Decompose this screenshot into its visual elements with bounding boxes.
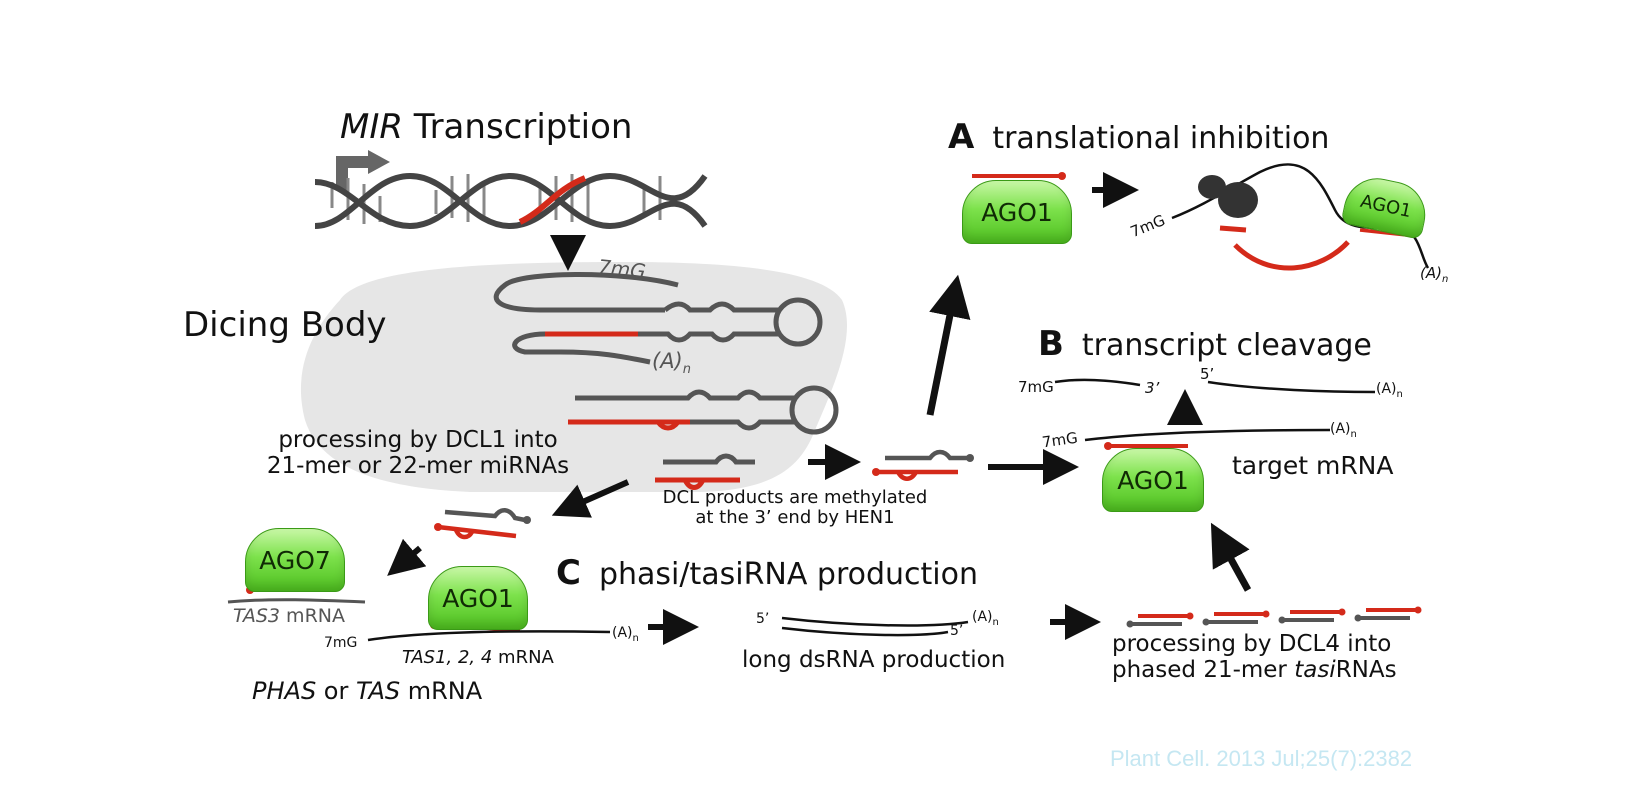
arrow-to-translational-inhibition <box>926 274 971 416</box>
phas-or: or <box>316 677 356 705</box>
tasirna-duplex-1 <box>1126 612 1194 628</box>
dcl4-processing-label: processing by DCL4 into phased 21-mer ta… <box>1112 631 1397 684</box>
target-mrna-line <box>1084 428 1331 450</box>
ribosome-large-subunit <box>1218 182 1258 218</box>
section-c-letter: C <box>556 553 581 593</box>
transcription-start-arrow <box>336 150 390 190</box>
dcl4-line-2: phased 21-mer tasiRNAs <box>1112 656 1397 684</box>
tas-italic: TAS <box>355 677 401 705</box>
section-a-letter: A <box>948 117 975 157</box>
section-b-title: transcript cleavage <box>1081 328 1372 363</box>
tas124-rest: mRNA <box>492 647 554 668</box>
source-credit: Plant Cell. 2013 Jul;25(7):2382 <box>1110 746 1413 771</box>
ago1-protein-c: AGO1 <box>428 566 528 630</box>
ago1-protein-a: AGO1 <box>962 180 1072 244</box>
c-mrna-7mg-label: 7mG <box>324 635 358 651</box>
b-cleaved-7mg-label: 7mG <box>1018 378 1054 396</box>
a-poly-a-sub: n <box>1441 274 1449 285</box>
dsrna-5prime-right-label: 5’ <box>950 623 964 639</box>
tas124-italic: TAS1, 2, 4 <box>402 647 493 668</box>
a-mrna-poly-a-label: (A)n <box>1420 265 1448 285</box>
tasirna-duplex-3 <box>1278 608 1346 624</box>
b-cleaved-5prime-label: 5’ <box>1200 365 1215 383</box>
mir-italic: MIR <box>340 107 403 147</box>
methylation-label: DCL products are methylated at the 3’ en… <box>620 487 970 529</box>
dcl1-processing-label: processing by DCL1 into 21-mer or 22-mer… <box>238 427 598 480</box>
dsrna-poly-a-sub: n <box>992 616 999 628</box>
b-target-poly-a-label: (A)n <box>1330 421 1357 440</box>
pre-mirna-hairpin <box>568 385 839 435</box>
poly-a-sub: n <box>682 362 692 378</box>
phas-italic: PHAS <box>252 677 317 705</box>
b-cleaved-poly-a-label: (A)n <box>1376 381 1403 400</box>
phas-tas-mrna-label: PHAS or TAS mRNA <box>252 678 482 705</box>
c-poly-a-sub: n <box>632 632 639 644</box>
b-target-poly-a-sub: n <box>1350 428 1357 440</box>
poly-a-base: (A) <box>652 349 683 373</box>
phased-tasirna-duplexes <box>1126 606 1422 628</box>
tas3-italic: TAS3 <box>233 605 281 627</box>
pri-mirna-7mg-label: 7mG <box>596 254 647 284</box>
target-mrna-label: target mRNA <box>1232 451 1394 480</box>
dcl1-line-1: processing by DCL1 into <box>278 427 558 453</box>
b-cleaved-poly-a-base: (A) <box>1376 381 1397 397</box>
dna-helix <box>314 172 708 230</box>
dicing-body-label: Dicing Body <box>183 305 387 345</box>
c-poly-a-base: (A) <box>612 625 633 641</box>
arrow-to-phasi-production <box>551 479 630 518</box>
dcl4-line-2-pre: phased 21-mer <box>1112 656 1295 683</box>
methylated-duplex-center <box>872 449 974 481</box>
cleaved-transcript <box>1054 378 1376 394</box>
ribosome-small-subunit <box>1198 175 1226 199</box>
dcl4-line-2-italic: tasi <box>1294 656 1336 683</box>
section-a-title: translational inhibition <box>992 121 1330 156</box>
methylated-duplex-left <box>434 508 531 540</box>
dsrna-poly-a-base: (A) <box>972 609 993 625</box>
transcription-word: Transcription <box>403 107 633 147</box>
tasirna-duplex-4 <box>1354 606 1422 622</box>
mir-transcription-title: MIR Transcription <box>340 108 632 146</box>
arrow-tasirna-to-ago1 <box>1210 522 1252 592</box>
ago7-protein: AGO7 <box>245 528 345 592</box>
long-dsrna <box>781 616 969 637</box>
ago1-protein-b: AGO1 <box>1102 448 1204 512</box>
b-cleaved-poly-a-sub: n <box>1396 388 1403 400</box>
methylation-line-1: DCL products are methylated <box>662 487 928 508</box>
section-c-title: phasi/tasiRNA production <box>598 557 979 592</box>
dcl1-line-2: 21-mer or 22-mer miRNAs <box>266 452 570 479</box>
arrow-to-ago7 <box>387 538 427 576</box>
section-b-letter: B <box>1038 324 1064 364</box>
tas124-mrna-label: TAS1, 2, 4 mRNA <box>402 647 554 668</box>
c-mrna-poly-a-label: (A)n <box>612 625 639 644</box>
pri-mirna-hairpin <box>493 272 823 365</box>
b-cleaved-3prime-label: 3’ <box>1145 379 1160 397</box>
dcl4-line-1: processing by DCL4 into <box>1112 631 1392 657</box>
mirna-duplex-1 <box>655 453 755 490</box>
dicing-body-blob <box>300 262 848 492</box>
ago1-a-loaded-mirna <box>972 172 1066 180</box>
pri-mirna-poly-a-label: (A)n <box>652 349 692 378</box>
b-target-poly-a-base: (A) <box>1330 421 1351 437</box>
phas-rest: mRNA <box>400 677 483 705</box>
tas3-rest: mRNA <box>280 605 345 627</box>
dsrna-5prime-left-label: 5’ <box>756 611 770 627</box>
dcl4-line-2-post: RNAs <box>1335 656 1397 683</box>
tas3-mrna-label: TAS3 mRNA <box>233 605 345 627</box>
a-poly-a-base: (A) <box>1420 264 1442 282</box>
dsrna-poly-a-label: (A)n <box>972 609 999 628</box>
tasirna-duplex-2 <box>1202 610 1270 626</box>
long-dsrna-label: long dsRNA production <box>742 647 1006 673</box>
methylation-line-2: at the 3’ end by HEN1 <box>695 507 895 529</box>
